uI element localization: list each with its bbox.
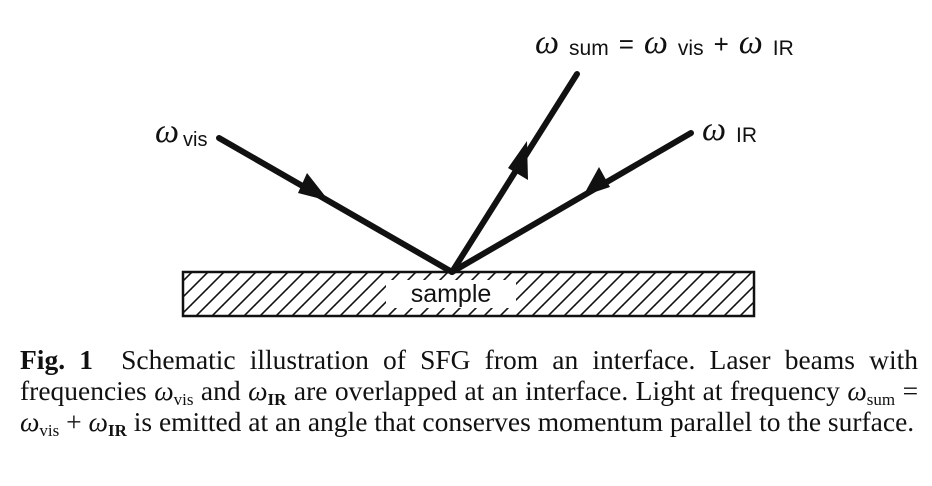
sum-frequency-equation-inline: ωsum = ωvis + ωIR: [20, 375, 919, 440]
omega-ir-label: ω IR: [702, 111, 757, 148]
sample-label: sample: [411, 280, 492, 308]
figure-caption: Fig. 1 Schematic illustration of SFG fro…: [20, 344, 919, 440]
caption-text-part-3: are overlapped at an interface. Light at…: [293, 375, 840, 406]
visible-beam-arrowhead: [298, 173, 329, 201]
caption-text-part-2: and: [200, 375, 241, 406]
caption-text-part-4: is emitted at an angle that conserves mo…: [133, 406, 915, 437]
caption-text-part-1: Schematic illustration of SFG from an in…: [20, 344, 918, 406]
visible-beam: [216, 135, 455, 275]
sample-label-background: [386, 280, 516, 308]
sum-frequency-beam: [449, 71, 580, 275]
omega-vis-label: ω vis: [155, 113, 207, 151]
sample-slab: sample: [181, 270, 756, 318]
omega-ir-inline: ωIR: [248, 375, 287, 409]
ir-beam: [449, 130, 694, 275]
figure-number: Fig. 1: [20, 344, 93, 375]
sum-frequency-beam-arrowhead: [508, 141, 528, 180]
sfg-schematic-diagram: sample ω vis ω IR ω sum = ω vis + ω IR: [155, 24, 794, 318]
omega-sum-equation-label: ω sum = ω vis + ω IR: [535, 24, 794, 61]
omega-vis-inline: ωvis: [154, 375, 194, 409]
ir-beam-arrowhead: [583, 167, 610, 196]
